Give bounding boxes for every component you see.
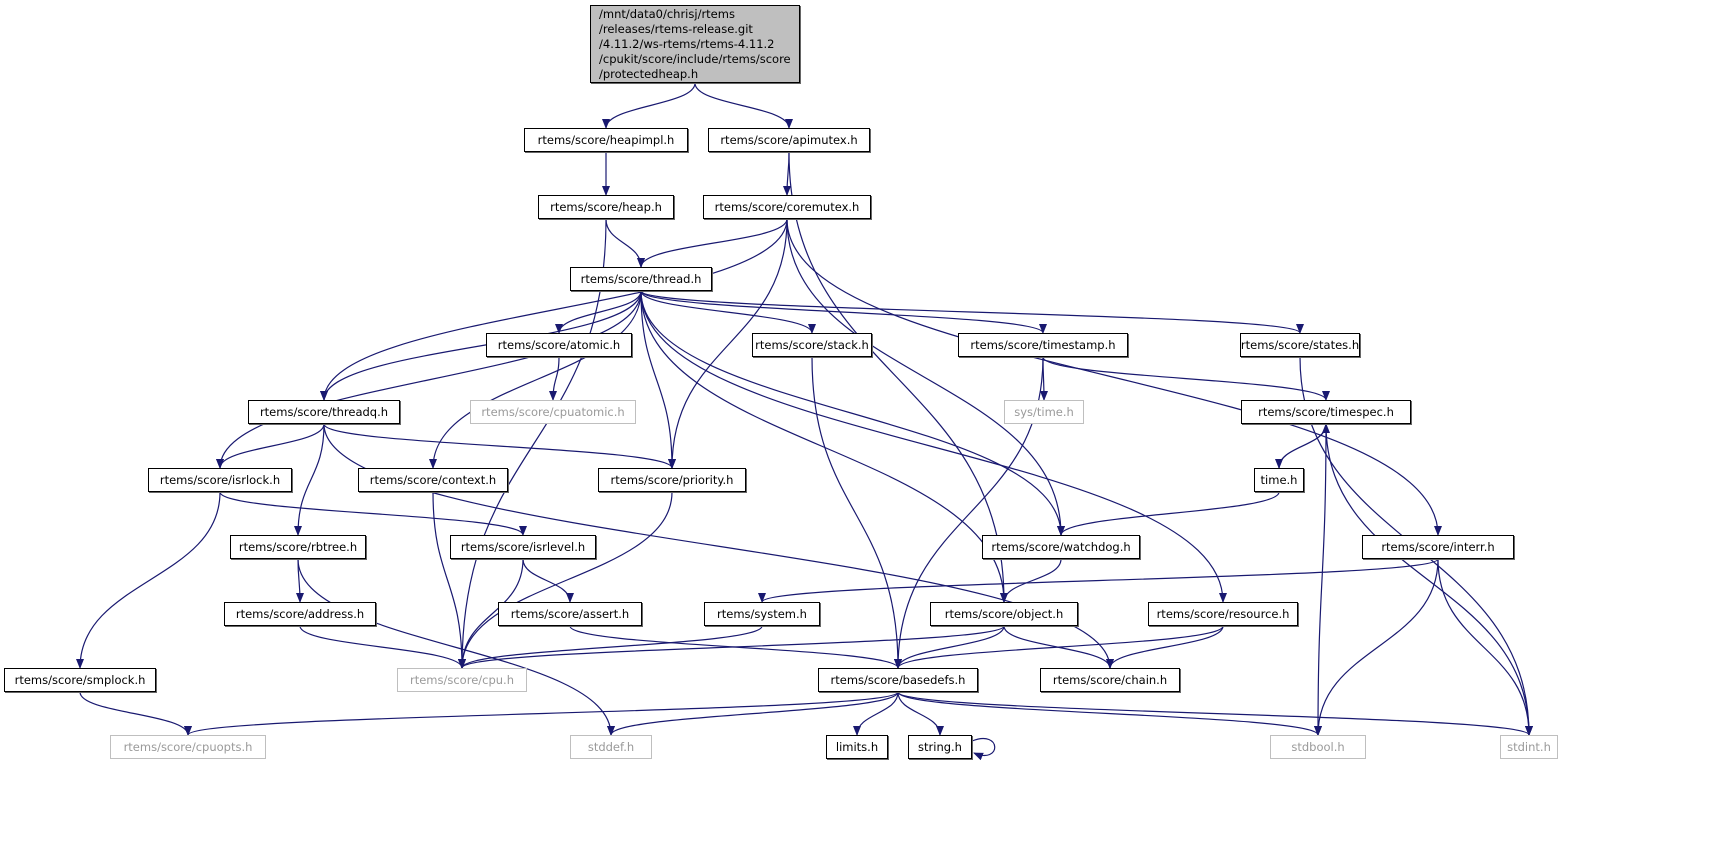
edge-timestamp-to-timespec [1042,356,1330,401]
node-isrlock[interactable]: rtems/score/isrlock.h [148,468,292,492]
node-chain[interactable]: rtems/score/chain.h [1040,668,1180,692]
edge-thread-to-isrlock [216,290,642,469]
edge-threadq-to-priority [323,423,676,469]
node-priority[interactable]: rtems/score/priority.h [598,468,746,492]
edge-threadq-to-rbtree [294,423,325,536]
node-coremutex[interactable]: rtems/score/coremutex.h [703,195,871,219]
node-smplock[interactable]: rtems/score/smplock.h [4,668,156,692]
edge-address-to-cpu [299,625,466,669]
node-isrlevel[interactable]: rtems/score/isrlevel.h [450,535,596,559]
edge-basedefs-to-string [897,691,944,736]
node-object[interactable]: rtems/score/object.h [930,602,1078,626]
edge-isrlevel-to-assert [522,558,574,603]
edge-object-to-basedefs [894,625,1005,669]
node-cpuatomic: rtems/score/cpuatomic.h [470,400,636,424]
edge-isrlock-to-smplock [76,491,221,669]
edge-interr-to-stdbool [1314,558,1439,736]
node-stdbool: stdbool.h [1270,735,1366,759]
node-heap[interactable]: rtems/score/heap.h [538,195,674,219]
edge-basedefs-to-stdint [897,691,1533,736]
edge-thread-to-timestamp [640,290,1047,334]
node-rbtree[interactable]: rtems/score/rbtree.h [230,535,366,559]
node-resource[interactable]: rtems/score/resource.h [1148,602,1298,626]
edge-heap-to-thread [605,218,645,268]
edge-basedefs-to-stdbool [897,691,1322,736]
edge-interr-to-system [758,558,1439,603]
edge-stack-to-basedefs [811,356,902,669]
node-basedefs[interactable]: rtems/score/basedefs.h [818,668,978,692]
edge-time-to-timespec [1278,423,1330,469]
node-cpu: rtems/score/cpu.h [397,668,527,692]
node-states[interactable]: rtems/score/states.h [1240,333,1360,357]
node-thread[interactable]: rtems/score/thread.h [570,267,712,291]
edge-protectedheap-to-heapimpl [602,82,696,129]
edge-thread-to-context [429,290,642,469]
edge-basedefs-to-cpuopts [184,691,899,736]
edge-threadq-to-isrlock [216,423,325,469]
node-assert[interactable]: rtems/score/assert.h [498,602,642,626]
node-stdint: stdint.h [1500,735,1558,759]
node-context[interactable]: rtems/score/context.h [358,468,508,492]
edge-coremutex-to-watchdog [786,218,1065,536]
node-stack[interactable]: rtems/score/stack.h [752,333,872,357]
node-time[interactable]: time.h [1254,468,1304,492]
edge-thread-to-priority [640,290,676,469]
edge-coremutex-to-threadq [320,218,788,401]
edge-protectedheap-to-apimutex [694,82,793,129]
edge-coremutex-to-priority [668,218,788,469]
edge-time-to-watchdog [1057,491,1280,536]
node-heapimpl[interactable]: rtems/score/heapimpl.h [524,128,688,152]
node-apimutex[interactable]: rtems/score/apimutex.h [708,128,870,152]
edge-basedefs-to-limits [853,691,899,736]
edge-smplock-to-cpuopts [79,691,192,736]
edge-isrlock-to-isrlevel [219,491,527,536]
node-timestamp[interactable]: rtems/score/timestamp.h [958,333,1128,357]
edge-watchdog-to-object [1000,558,1062,603]
edge-timespec-to-stdint [1325,423,1533,736]
node-systime: sys/time.h [1004,400,1084,424]
node-string[interactable]: string.h [908,735,972,759]
edge-timespec-to-stdbool [1314,423,1327,736]
edge-apimutex-to-object [788,151,1008,603]
node-interr[interactable]: rtems/score/interr.h [1362,535,1514,559]
edge-thread-to-watchdog [640,290,1065,536]
edge-resource-to-basedefs [894,625,1224,669]
edge-resource-to-chain [1106,625,1224,669]
edge-isrlevel-to-cpu [458,558,524,669]
edge-interr-to-stdint [1437,558,1533,736]
edge-priority-to-cpu [458,491,673,669]
node-cpuopts: rtems/score/cpuopts.h [110,735,266,759]
edge-thread-to-threadq [320,290,642,401]
node-timespec[interactable]: rtems/score/timespec.h [1241,400,1411,424]
edge-basedefs-to-stddef [607,691,899,736]
node-address[interactable]: rtems/score/address.h [224,602,376,626]
edge-system-to-cpu [458,625,763,669]
edge-string-to-string [971,738,996,761]
edge-atomic-to-cpuatomic [549,356,560,401]
edge-thread-to-resource [640,290,1227,603]
edge-thread-to-states [640,290,1304,334]
edge-thread-to-atomic [555,290,642,334]
edge-thread-to-stack [640,290,816,334]
node-protectedheap: /mnt/data0/chrisj/rtems /releases/rtems-… [590,5,800,83]
node-watchdog[interactable]: rtems/score/watchdog.h [982,535,1140,559]
node-threadq[interactable]: rtems/score/threadq.h [248,400,400,424]
node-system[interactable]: rtems/system.h [704,602,820,626]
edge-coremutex-to-interr [786,218,1442,536]
node-stddef: stddef.h [570,735,652,759]
edge-context-to-cpu [432,491,466,669]
edge-rbtree-to-stddef [297,558,615,736]
node-limits[interactable]: limits.h [826,735,888,759]
edge-object-to-cpu [458,625,1005,669]
node-atomic[interactable]: rtems/score/atomic.h [486,333,632,357]
edge-coremutex-to-thread [637,218,788,268]
